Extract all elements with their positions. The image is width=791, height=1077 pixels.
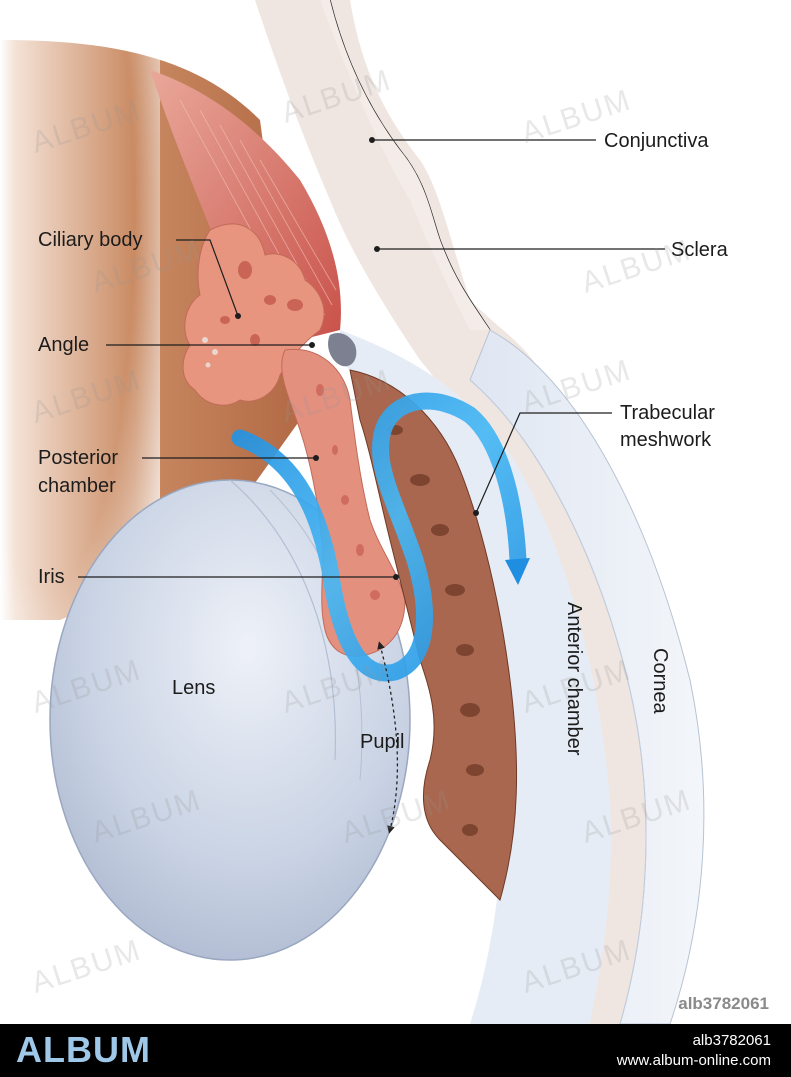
footer-image-id: alb3782061 <box>692 1032 771 1049</box>
label-cornea: Cornea <box>649 648 671 714</box>
label-sclera: Sclera <box>671 239 728 261</box>
label-pupil: Pupil <box>360 731 405 753</box>
leader-lines <box>78 137 665 580</box>
label-anterior-chamber: Anterior chamber <box>563 602 585 756</box>
label-iris: Iris <box>38 566 65 588</box>
footer-url: www.album-online.com <box>616 1052 771 1069</box>
label-lens: Lens <box>172 677 216 699</box>
label-posterior-chamber-line1: Posterior <box>38 447 119 469</box>
label-trabecular-meshwork-line2: meshwork <box>620 429 712 451</box>
aqueous-flow-arrow-icon <box>231 392 527 682</box>
label-angle: Angle <box>38 334 90 356</box>
stock-id: alb3782061 <box>678 994 769 1013</box>
footer-logo: ALBUM <box>16 1029 151 1070</box>
label-conjunctiva: Conjunctiva <box>604 130 709 152</box>
anterior-chamber-region <box>340 330 611 1024</box>
eye-anatomy-illustration <box>0 0 705 1024</box>
label-posterior-chamber-line2: chamber <box>38 475 116 497</box>
label-ciliary-body: Ciliary body <box>38 229 143 251</box>
footer-bar: ALBUM alb3782061 www.album-online.com <box>0 1024 791 1077</box>
sclera-region <box>255 0 694 1024</box>
pupil-movement-arrow-icon <box>377 641 399 834</box>
label-trabecular-meshwork-line1: Trabecular <box>620 402 715 424</box>
